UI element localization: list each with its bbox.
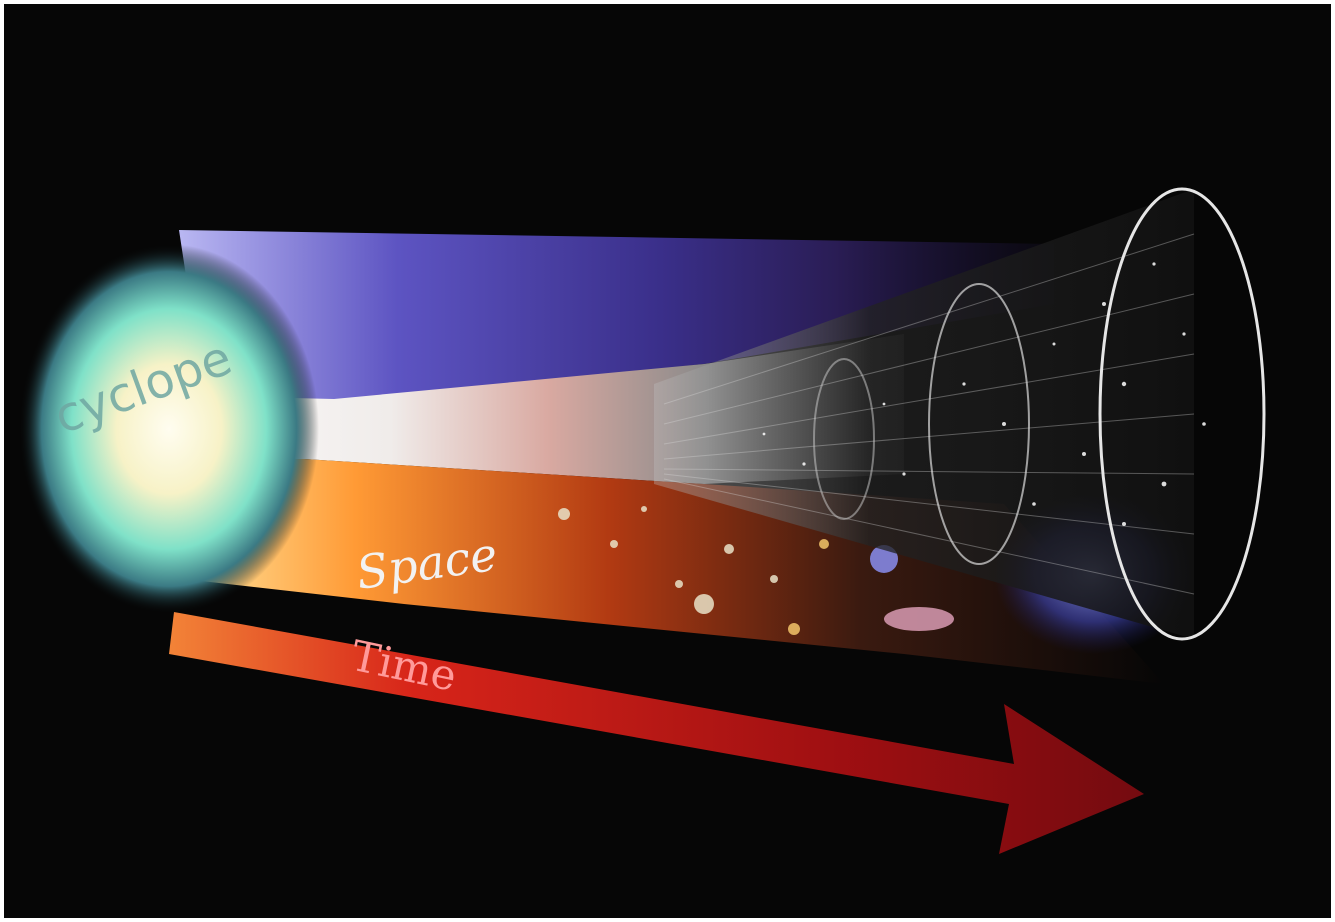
time-label: Time [347,631,461,701]
image-frame: cyclope Space Time [4,4,1331,918]
universe-timeline-illustration: cyclope Space Time [4,4,1331,918]
